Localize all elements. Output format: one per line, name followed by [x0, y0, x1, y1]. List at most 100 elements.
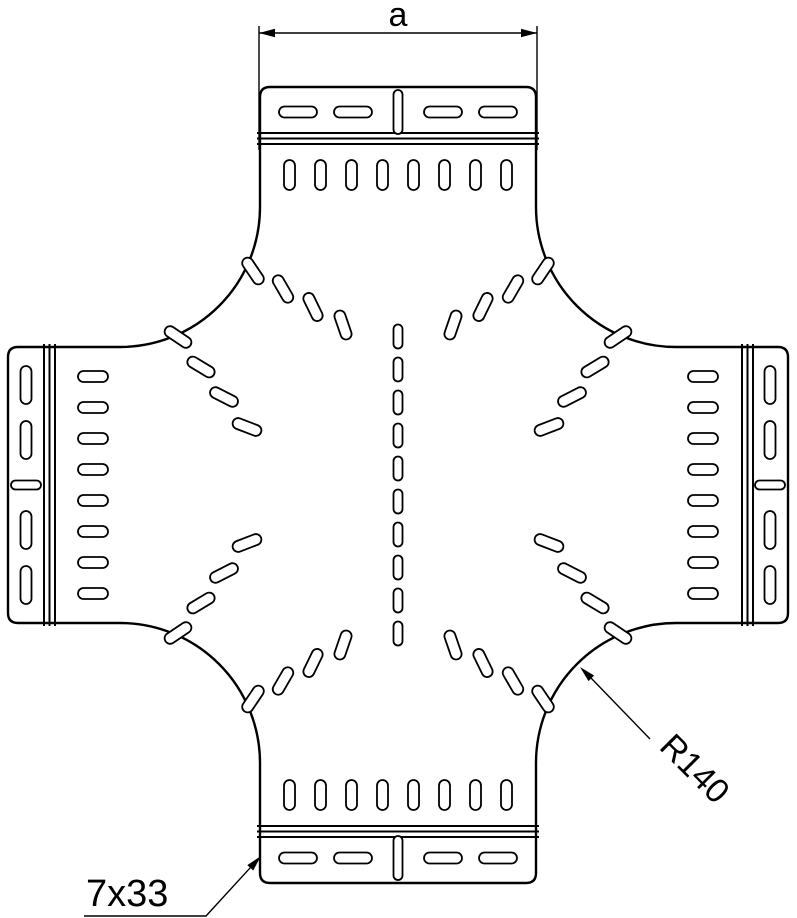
perforation-slot	[423, 851, 463, 865]
perforation-slot	[77, 556, 109, 569]
perforation-slot	[314, 779, 327, 811]
perforation-slot	[231, 417, 263, 437]
perforation-slot	[186, 355, 216, 379]
top-arm-row	[283, 159, 513, 191]
left-flange-slots	[10, 365, 42, 605]
perforation-slot	[163, 621, 193, 645]
perforation-slot	[19, 420, 33, 460]
perforation-slot	[283, 779, 296, 811]
perforation-slot	[392, 356, 404, 383]
body-outline	[6, 85, 790, 885]
perforation-slot	[392, 835, 404, 881]
perforation-slot	[763, 365, 777, 405]
perforation-slot	[501, 274, 525, 304]
perforation-slot	[10, 479, 42, 491]
perforation-slot	[531, 256, 555, 286]
perforation-slot	[392, 323, 404, 350]
perforation-slot	[580, 355, 610, 379]
perforation-slot	[345, 779, 358, 811]
center-column	[392, 323, 404, 647]
perforation-slot	[531, 684, 555, 714]
dimension-a: a	[258, 0, 538, 150]
fan-bottom-right	[443, 533, 633, 714]
perforation-slot	[77, 587, 109, 600]
perforation-slot	[77, 494, 109, 507]
perforation-slot	[333, 851, 373, 865]
top-flange-slots	[278, 89, 518, 135]
perforation-slot	[687, 587, 719, 600]
perforation-slot	[472, 292, 494, 322]
perforation-slot	[345, 159, 358, 191]
perforation-slot	[333, 629, 353, 661]
perforation-slot	[241, 684, 265, 714]
perforation-slot	[392, 89, 404, 135]
perforation-slot	[533, 533, 565, 553]
flange-fold-lines	[43, 132, 754, 838]
perforation-slot	[283, 159, 296, 191]
perforation-slot	[278, 851, 318, 865]
perforation-slot	[407, 159, 420, 191]
perforation-slot	[754, 479, 786, 491]
arrowhead-left-icon	[259, 28, 275, 38]
perforation-slot	[392, 389, 404, 416]
perforation-slot	[333, 309, 353, 341]
perforation-slot	[302, 292, 324, 322]
perforation-slot	[407, 779, 420, 811]
left-arm-column	[77, 370, 109, 600]
perforation-slot	[533, 417, 565, 437]
perforation-slot	[392, 521, 404, 548]
perforation-slot	[763, 420, 777, 460]
dimension-a-label: a	[389, 0, 408, 34]
perforation-slot	[271, 274, 295, 304]
perforation-slot	[478, 105, 518, 119]
perforation-slot	[763, 565, 777, 605]
body-silhouette	[6, 85, 790, 885]
fan-top-right	[443, 256, 633, 437]
perforation-slot	[186, 591, 216, 615]
perforation-slot	[687, 432, 719, 445]
perforation-slot	[271, 666, 295, 696]
perforation-slot	[687, 401, 719, 414]
perforation-slot	[209, 562, 239, 584]
perforation-slot	[392, 587, 404, 614]
perforation-slot	[77, 401, 109, 414]
perforation-slot	[392, 455, 404, 482]
perforation-slot	[469, 779, 482, 811]
perforation-slot	[687, 525, 719, 538]
radius-arrowhead-icon	[580, 667, 595, 682]
slot-callout-label: 7x33	[86, 873, 168, 915]
perforation-slot	[77, 525, 109, 538]
perforation-slot	[687, 494, 719, 507]
perforation-slot	[557, 562, 587, 584]
perforation-slot	[687, 463, 719, 476]
perforation-slot	[443, 309, 463, 341]
perforation-slot	[443, 629, 463, 661]
perforation-slot	[687, 370, 719, 383]
radius-leader-line	[590, 677, 651, 740]
perforation-slot	[603, 621, 633, 645]
perforation-slot	[376, 779, 389, 811]
perforation-slot	[580, 591, 610, 615]
perforation-slot	[77, 463, 109, 476]
perforation-slot	[77, 370, 109, 383]
bottom-arm-row	[283, 779, 513, 811]
perforation-slot	[392, 620, 404, 647]
perforation-slot	[314, 159, 327, 191]
perforation-slot	[241, 256, 265, 286]
perforation-slot	[302, 648, 324, 678]
perforation-slot	[19, 565, 33, 605]
perforation-slot	[500, 779, 513, 811]
slot-arrowhead-icon	[247, 856, 261, 871]
perforations	[10, 89, 786, 881]
perforation-slot	[392, 488, 404, 515]
slot-leader-line	[84, 867, 251, 917]
perforation-slot	[472, 648, 494, 678]
perforation-slot	[163, 325, 193, 349]
fan-top-left	[163, 256, 353, 437]
slot-callout: 7x33	[84, 856, 261, 917]
perforation-slot	[19, 510, 33, 550]
right-flange-slots	[754, 365, 786, 605]
perforation-slot	[392, 422, 404, 449]
perforation-slot	[438, 779, 451, 811]
